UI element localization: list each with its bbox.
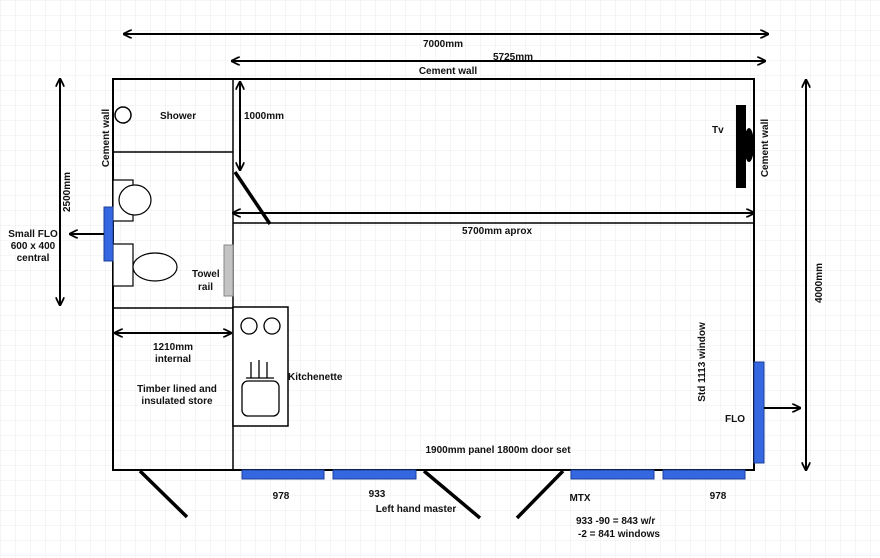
right-wall-label: Cement wall [760,119,771,178]
front-window-left-label: 978 [273,491,290,502]
std-window-label: Std 1113 window [697,322,708,402]
store-label-1: Timber lined and [137,384,217,395]
top-wall-label: Cement wall [419,66,478,77]
entry-door-right-icon [515,469,565,520]
left-wall-label: Cement wall [101,109,112,168]
shower-drain-icon [114,106,132,124]
tv-icon [736,105,746,188]
small-flo-label-1: Small FLO [8,229,58,240]
dimension-2500-label: 2500mm [62,172,73,212]
front-window-right [662,469,746,480]
small-flo-window [103,206,114,262]
tv-bracket-icon [744,128,754,162]
front-window-mid [332,469,417,480]
dimension-1210-note: internal [155,354,191,365]
small-flo-label-3: central [17,253,50,264]
flo-label: FLO [725,414,745,425]
cooktop-burner-2-icon [263,317,281,335]
front-window-left [241,469,325,480]
left-hand-master-label: Left hand master [376,504,457,515]
flo-window [753,361,765,464]
store-label-2: insulated store [141,396,213,407]
dimension-1000-label: 1000mm [244,111,284,122]
tap-icon [246,360,274,379]
dimension-7000-label: 7000mm [423,39,463,50]
small-flo-label-2: 600 x 400 [11,241,56,252]
front-window-mid-label: 933 [369,489,386,500]
dimension-1210-label: 1210mm [153,342,193,353]
mtx-label: MTX [569,493,590,504]
sink-icon [241,380,280,417]
store-door-icon [138,469,189,519]
dimension-5725-label: 5725mm [493,52,533,63]
calc-line-2: -2 = 841 windows [578,529,660,540]
toilet-bowl-icon [118,184,152,216]
front-window-mtx [570,469,655,480]
towel-rail-label-2: rail [198,282,213,293]
towel-rail-icon [223,244,234,297]
kitchenette-label: Kitchenette [288,372,343,383]
entry-door-left-icon [422,469,482,520]
dimension-5700-label: 5700mm aprox [462,226,532,237]
cooktop-burner-1-icon [240,317,258,335]
basin-bowl-icon [132,252,178,282]
calc-line-1: 933 -90 = 843 w/r [576,516,655,527]
towel-rail-label-1: Towel [192,269,220,280]
door-set-label: 1900mm panel 1800m door set [425,445,571,456]
shower-label: Shower [160,111,196,122]
basin-counter-icon [112,243,134,287]
dimension-4000-label: 4000mm [814,263,825,303]
tv-label: Tv [712,125,724,136]
front-window-right-label: 978 [710,491,727,502]
